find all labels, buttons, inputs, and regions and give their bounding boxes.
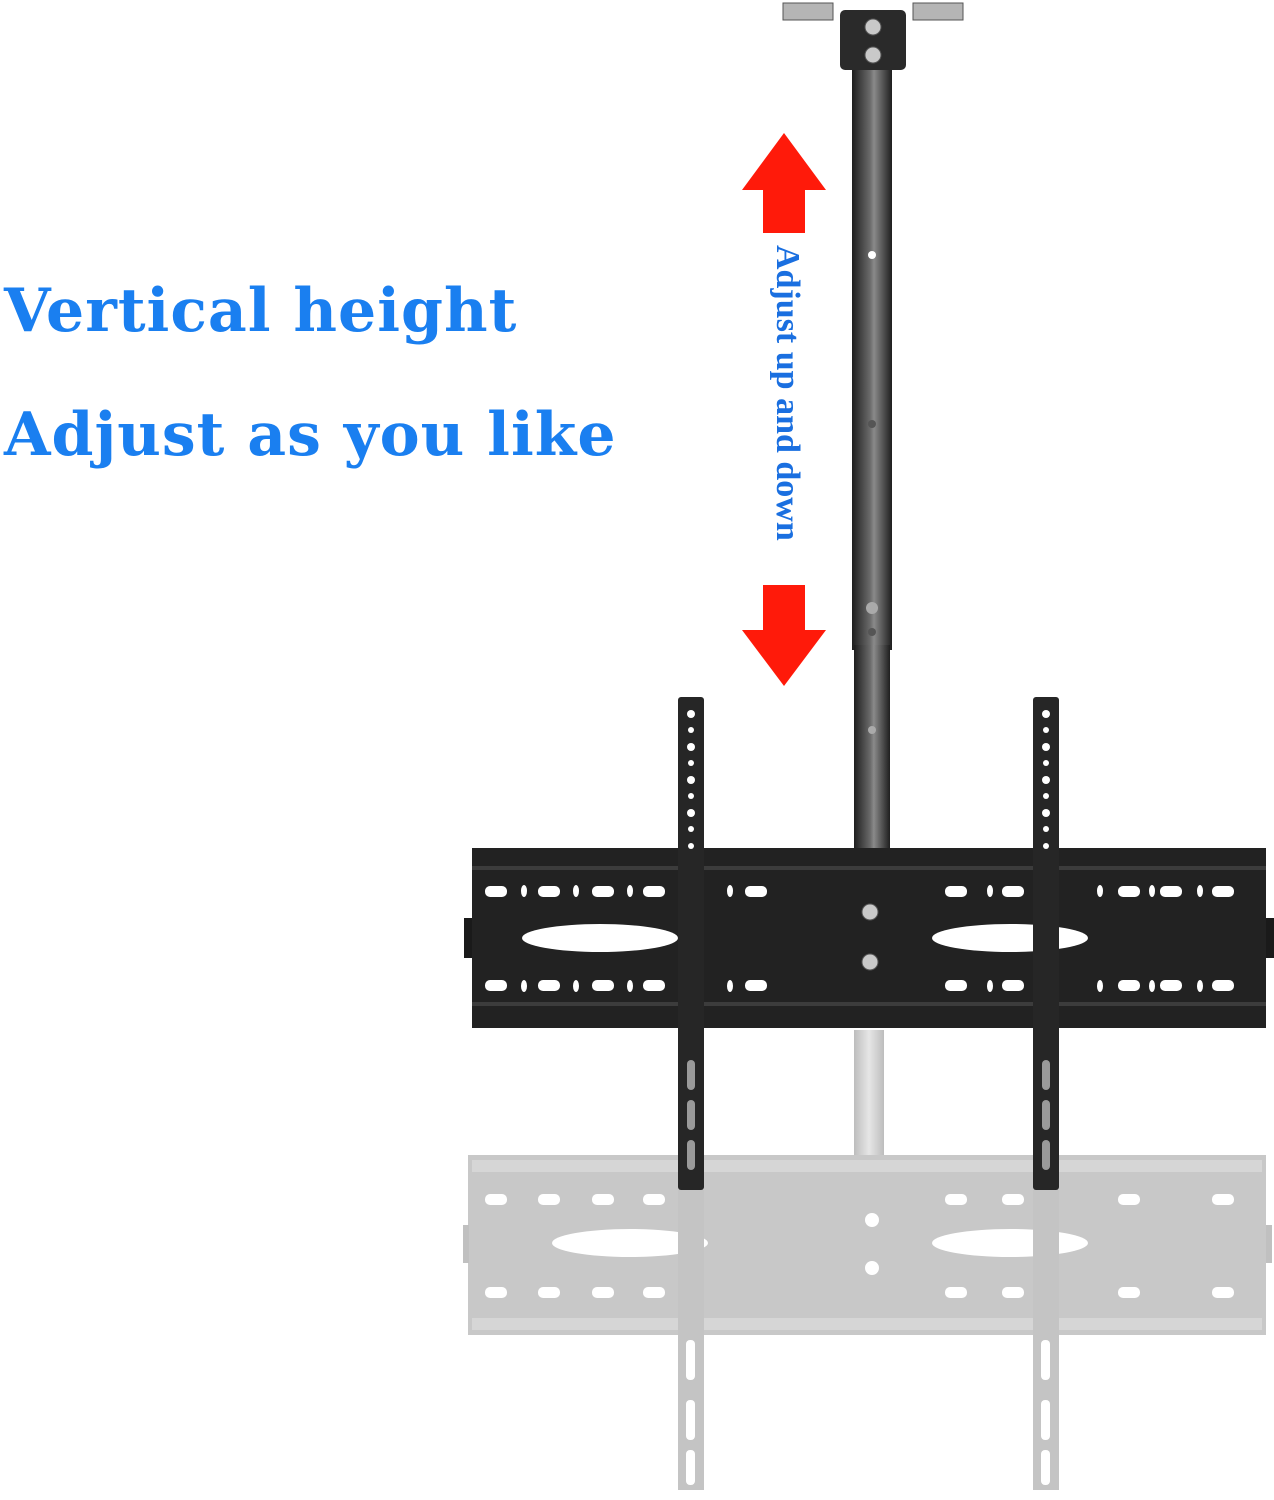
adjust-up-down-label: Adjust up and down xyxy=(769,245,806,541)
headline-line-2: Adjust as you like xyxy=(4,400,617,470)
lowered-position-ghost xyxy=(463,1030,1272,1490)
red-down-arrow-icon xyxy=(742,585,826,686)
red-up-arrow-icon xyxy=(742,133,826,233)
raised-position-mount xyxy=(464,2,1274,1190)
headline-line-1: Vertical height xyxy=(4,276,518,346)
